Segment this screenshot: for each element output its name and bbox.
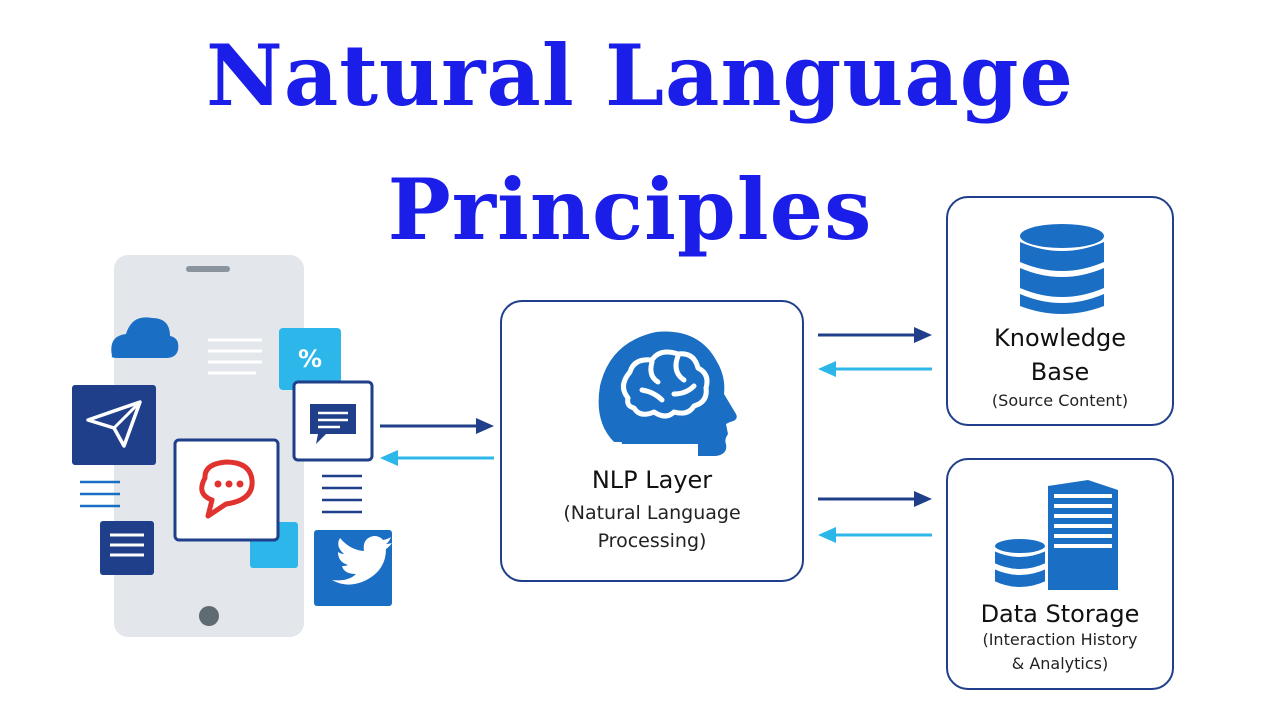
data-storage-label: Data Storage — [980, 600, 1140, 628]
twitter-bird-icon — [314, 530, 392, 606]
paper-plane-icon — [72, 385, 156, 465]
arrow-data-storage-to-nlp — [818, 527, 932, 543]
arrow-nlp-to-data-storage — [818, 491, 932, 507]
knowledge-base-sub: (Source Content) — [991, 391, 1129, 410]
cloud-icon — [111, 317, 179, 358]
title-line-2: Principles — [387, 160, 873, 259]
data-storage-box: Data Storage (Interaction History & Anal… — [946, 458, 1174, 690]
title-line-1: Natural Language — [206, 26, 1074, 125]
data-storage-sub-line-2: & Analytics) — [1011, 654, 1109, 673]
nlp-layer-sub-line-1: (Natural Language — [563, 502, 741, 524]
phone-home-button — [199, 606, 219, 626]
arrow-nlp-to-knowledge-base — [818, 327, 932, 343]
phone-speaker — [186, 266, 230, 272]
menu-lines-icon — [322, 474, 362, 514]
arrow-phone-to-nlp — [380, 418, 494, 434]
arrow-knowledge-base-to-nlp — [818, 361, 932, 377]
menu-lines-icon — [80, 480, 120, 508]
nlp-layer-sub-line-2: Processing) — [597, 530, 707, 552]
knowledge-base-label-line-2: Base — [1030, 358, 1090, 386]
knowledge-base-label-line-1: Knowledge — [994, 324, 1126, 352]
knowledge-base-box: Knowledge Base (Source Content) — [946, 196, 1174, 426]
list-document-icon — [100, 521, 154, 575]
text-lines-icon — [208, 338, 262, 375]
percent-label: % — [298, 345, 322, 373]
data-storage-sub-line-1: (Interaction History — [982, 630, 1138, 649]
server-icon — [993, 480, 1118, 590]
brain-head-icon — [598, 331, 737, 456]
nlp-layer-label: NLP Layer — [591, 466, 713, 494]
database-icon — [1020, 224, 1104, 314]
arrow-nlp-to-phone — [380, 450, 494, 466]
nlp-layer-box: NLP Layer (Natural Language Processing) — [500, 300, 804, 582]
rocket-chat-icon — [173, 438, 280, 542]
percent-icon — [279, 328, 341, 390]
chat-bubble-icon — [292, 380, 374, 462]
